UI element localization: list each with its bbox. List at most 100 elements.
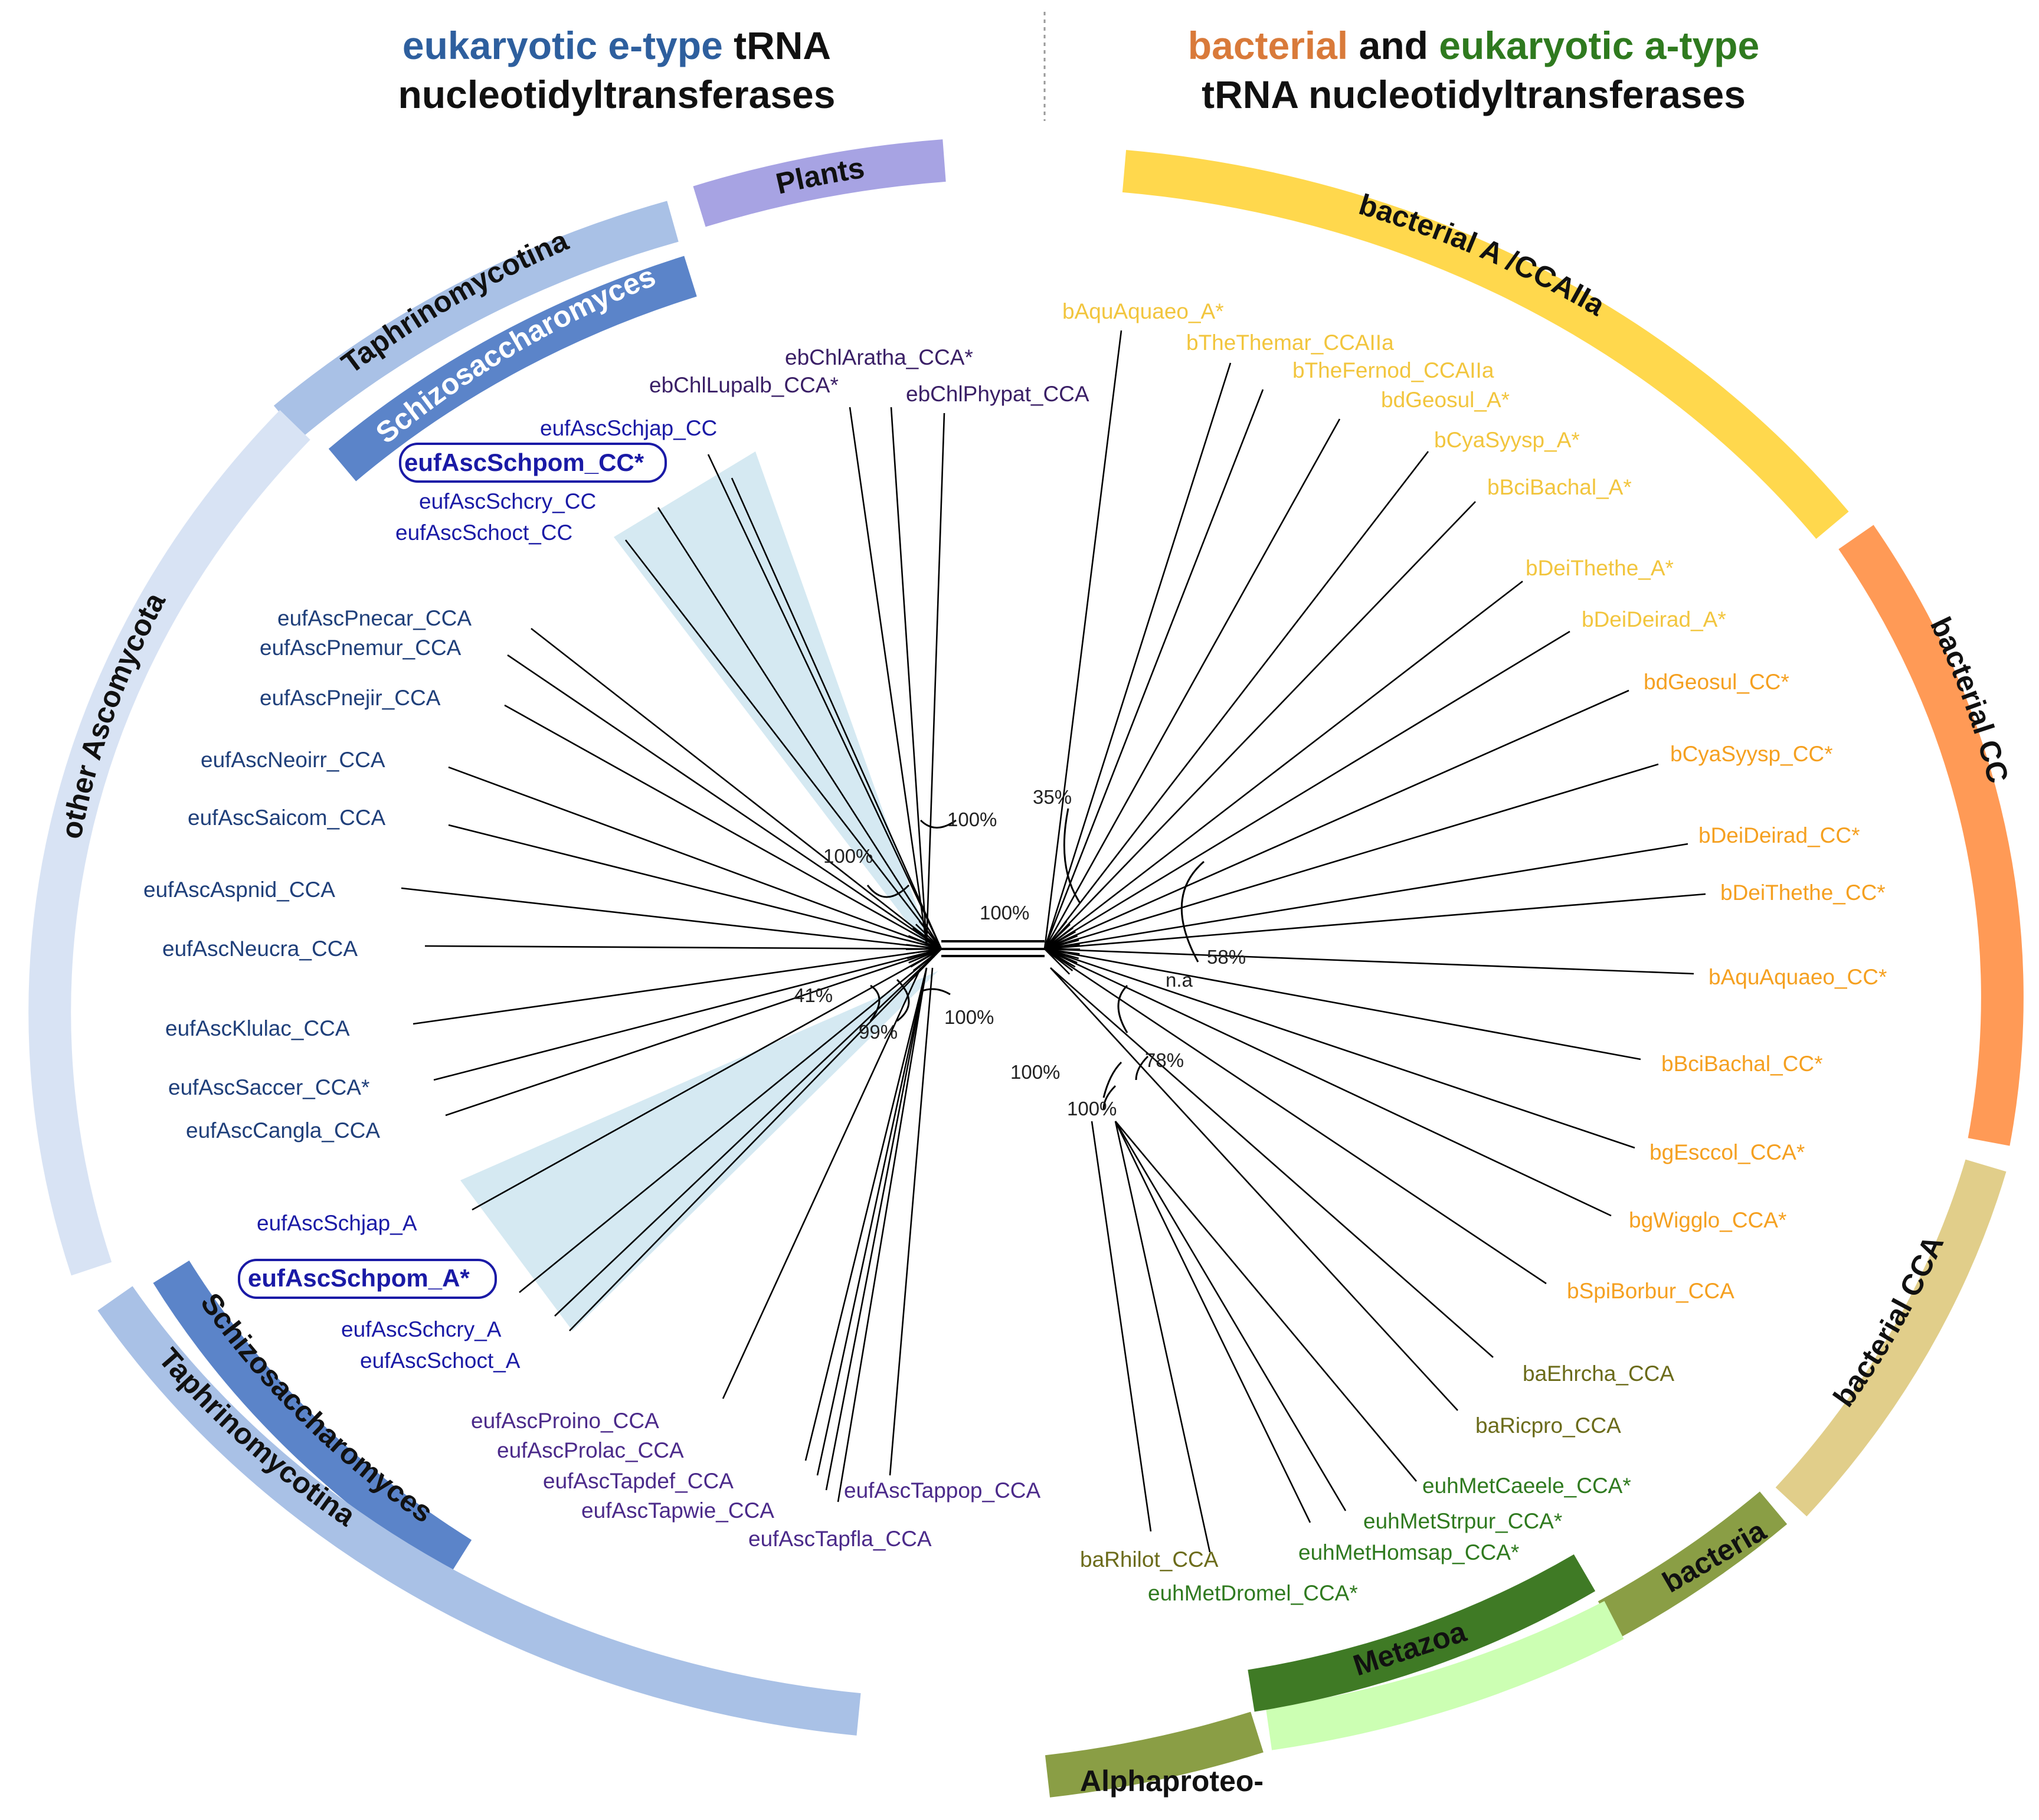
arc-taphrinomycotina-top: [273, 201, 679, 438]
leaf-label-asco-5: eufAscAspnid_CCA: [143, 878, 335, 902]
support-ecc: 100%: [823, 845, 873, 867]
left-title-line1: eukaryotic e-type tRNA: [402, 24, 831, 67]
leaf-label-schizo_cc-2: eufAscSchcry_CC: [419, 489, 596, 513]
support-100-meta: 100%: [1067, 1098, 1117, 1120]
arc-label-bacterial-a: bacterial A /CCAIIa: [1355, 188, 1611, 322]
leaf-label-metazoa-1: euhMetStrpur_CCA*: [1363, 1509, 1562, 1533]
branch-asco-9: [445, 948, 942, 1117]
right-title-and: and: [1348, 24, 1439, 67]
leaf-label-asco-6: eufAscNeucra_CCA: [162, 937, 358, 961]
branch-bact_cc-3: [1044, 893, 1706, 950]
leaf-label-schizo_cc-3: eufAscSchoct_CC: [395, 521, 572, 545]
leaf-label-bact_cc-0: bdGeosul_CC*: [1644, 670, 1789, 694]
leaf-label-metazoa-3: euhMetDromel_CCA*: [1148, 1581, 1358, 1605]
branch-metazoa-0: [1115, 1121, 1417, 1482]
leaf-label-bact_a-2: bTheFernod_CCAIIa: [1292, 358, 1494, 382]
support-arcs: [866, 808, 1205, 1110]
left-title-colored: eukaryotic e-type: [402, 24, 723, 67]
branch-bact_cc-5: [1044, 948, 1641, 1060]
branch-taphrino-5: [837, 967, 928, 1503]
leaf-label-bact_cc-4: bAquAquaeo_CC*: [1709, 965, 1887, 989]
leaf-label-bact_cc-2: bDeiDeirad_CC*: [1698, 823, 1860, 847]
box-schpom-cc: [399, 443, 667, 483]
leaf-label-plants-2: ebChlPhypat_CCA: [906, 382, 1089, 406]
arc-other-ascomycota: [28, 410, 310, 1276]
network-edge-right-13: [1044, 948, 1071, 975]
leaf-label-taphrino-1: eufAscProlac_CCA: [497, 1438, 684, 1462]
right-title-eukaryotic: eukaryotic a-type: [1439, 24, 1759, 67]
leaf-label-bact_cca-2: bSpiBorbur_CCA: [1567, 1279, 1734, 1303]
branch-asco-6: [424, 945, 942, 950]
support-center: 100%: [980, 902, 1029, 924]
leaf-label-asco-0: eufAscPnecar_CCA: [277, 606, 472, 630]
branch-taphrino-0: [722, 967, 922, 1399]
leaf-label-taphrino-0: eufAscProino_CCA: [471, 1409, 659, 1433]
branch-bact_a-5: [1044, 501, 1476, 950]
leaf-label-bact_a-6: bDeiThethe_A*: [1526, 556, 1674, 580]
branch-taphrino-4: [889, 967, 934, 1476]
branch-bact_cca-2: [1044, 948, 1547, 1285]
leaf-label-asco-9: eufAscCangla_CCA: [186, 1118, 380, 1143]
branch-bact_cc-1: [1044, 763, 1659, 950]
support-plants: 100%: [947, 808, 997, 830]
leaf-label-bact_cc-1: bCyaSyysp_CC*: [1670, 742, 1833, 766]
support-100-alpha: 100%: [1010, 1061, 1060, 1083]
arc-schizosaccharomyces-bottom: [153, 1260, 472, 1576]
left-title-rest: tRNA: [723, 24, 831, 67]
branch-alpha-2: [1091, 1121, 1152, 1532]
leaf-label-bact_a-7: bDeiDeirad_A*: [1582, 607, 1726, 631]
leaf-label-bact_a-3: bdGeosul_A*: [1381, 388, 1510, 412]
leaf-label-schizo_a-0: eufAscSchjap_A: [257, 1211, 417, 1235]
branch-bact_a-2: [1043, 389, 1264, 950]
branch-plants-2: [925, 413, 945, 945]
support-58: 58%: [1207, 946, 1246, 968]
highlight-schizo-cc: [614, 451, 935, 959]
leaf-label-bact_cca-0: bgEsccol_CCA*: [1649, 1140, 1805, 1164]
highlight-schizo-a: [460, 971, 938, 1331]
leaf-label-plants-0: ebChlAratha_CCA*: [785, 345, 973, 369]
support-99: 99%: [859, 1021, 898, 1043]
branch-metazoa-1: [1114, 1121, 1347, 1511]
branch-plants-0: [849, 407, 928, 945]
box-schpom-a: [238, 1259, 497, 1299]
arc-label-other-ascomycota: other Ascomycota: [54, 587, 172, 842]
branch-bact_a-0: [1043, 330, 1122, 950]
leaf-label-taphrino-3: eufAscTapwie_CCA: [581, 1498, 774, 1523]
clade-arcs: [28, 139, 2024, 1798]
branch-alpha-1: [1050, 967, 1458, 1411]
leaf-label-taphrino-5: eufAscTapfla_CCA: [748, 1527, 932, 1551]
branch-metazoa-3: [1114, 1121, 1211, 1553]
arc-bacterial-a: [1122, 150, 1849, 539]
leaf-label-schizo_a-2: eufAscSchcry_A: [341, 1317, 502, 1341]
arc-label-alphaproteo: Alphaproteo-: [1080, 1765, 1264, 1798]
branch-schizo_cc-1: [731, 477, 942, 950]
leaf-label-metazoa-2: euhMetHomsap_CCA*: [1298, 1540, 1519, 1564]
branch-asco-1: [507, 654, 942, 950]
leaf-label-asco-1: eufAscPnemur_CCA: [260, 636, 462, 660]
support-41: 41%: [794, 984, 833, 1006]
support-35: 35%: [1033, 786, 1072, 808]
left-title-line2: nucleotidyltransferases: [398, 73, 836, 116]
right-title-bacterial: bacterial: [1188, 24, 1348, 67]
leaf-label-alpha-1: baRicpro_CCA: [1475, 1413, 1621, 1438]
arc-bacteria: [1598, 1491, 1788, 1639]
leaf-label-bact_cca-1: bgWigglo_CCA*: [1629, 1208, 1786, 1232]
support-labels: 100% 100% 100% 35% 58% n.a 41% 99% 100% …: [794, 786, 1246, 1120]
leaf-labels: ebChlAratha_CCA*ebChlLupalb_CCA*ebChlPhy…: [143, 299, 1887, 1605]
leaf-label-asco-2: eufAscPnejir_CCA: [260, 686, 441, 710]
arc-alphaproteo: [1045, 1711, 1264, 1798]
branch-bact_cca-0: [1044, 948, 1635, 1149]
leaf-label-asco-4: eufAscSaicom_CCA: [188, 806, 386, 830]
branch-bact_a-1: [1043, 362, 1232, 950]
leaf-label-bact_a-4: bCyaSyysp_A*: [1434, 428, 1580, 452]
branch-bact_a-7: [1044, 630, 1570, 950]
leaf-label-asco-7: eufAscKlulac_CCA: [165, 1016, 350, 1040]
leaf-label-schizo_a-1: eufAscSchpom_A*: [248, 1264, 470, 1292]
leaf-label-bact_cc-3: bDeiThethe_CC*: [1720, 880, 1886, 905]
leaf-label-asco-3: eufAscNeoirr_CCA: [201, 748, 385, 772]
branch-bact_cc-4: [1044, 948, 1694, 975]
branch-schizo_cc-2: [657, 507, 942, 950]
arc-metazoa: [1248, 1554, 1596, 1712]
arc-taphrinomycotina-bottom: [97, 1286, 861, 1736]
